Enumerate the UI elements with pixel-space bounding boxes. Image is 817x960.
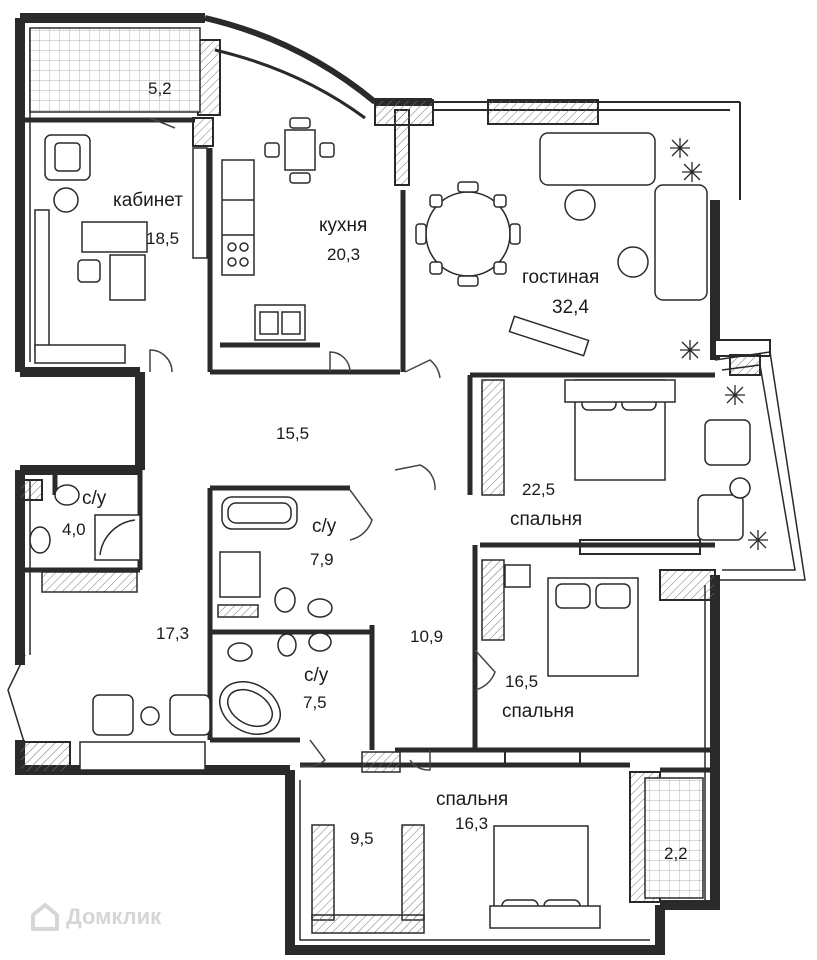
- watermark: Домклик: [30, 902, 161, 932]
- area-kitchen: 20,3: [327, 245, 361, 264]
- bedroom-2-furniture: [504, 564, 639, 677]
- label-bath-c1: с/у: [312, 516, 337, 537]
- outer-double-lines: [7, 28, 806, 941]
- doors: [149, 117, 496, 771]
- curved-facade: [204, 15, 741, 200]
- bedroom-3-furniture: [489, 825, 601, 929]
- balcony-tiles: [29, 27, 704, 899]
- house-logo-icon: [31, 903, 59, 931]
- kitchen-furniture: [221, 117, 335, 341]
- label-bath-w: с/у: [82, 488, 107, 509]
- wardrobes: [41, 379, 505, 934]
- label-bedroom-3: спальня: [436, 789, 509, 810]
- watermark-text: Домклик: [66, 904, 162, 929]
- area-living: 32,4: [552, 297, 589, 318]
- area-bath-c1: 7,9: [310, 550, 334, 569]
- bedroom-1-furniture: [564, 379, 751, 541]
- label-bedroom-2: спальня: [502, 701, 575, 722]
- area-bedroom-1: 22,5: [522, 480, 556, 499]
- area-balcony-se: 2,2: [664, 844, 688, 863]
- area-corridor-c: 10,9: [410, 627, 444, 646]
- area-bedroom-2: 16,5: [505, 672, 539, 691]
- label-bedroom-1: спальня: [510, 509, 583, 530]
- area-balcony-nw: 5,2: [148, 79, 172, 98]
- living-furniture: [415, 132, 708, 357]
- bathroom-fixtures: [29, 484, 333, 735]
- area-dressing: 9,5: [350, 829, 374, 848]
- label-study: кабинет: [113, 190, 183, 211]
- corridor-furniture: [79, 694, 211, 771]
- plants: [670, 138, 768, 550]
- area-bedroom-3: 16,3: [455, 814, 489, 833]
- label-living: гостиная: [522, 267, 600, 288]
- label-bath-c2: с/у: [304, 665, 329, 686]
- area-hall: 15,5: [276, 424, 310, 443]
- area-bath-c2: 7,5: [303, 693, 327, 712]
- label-kitchen: кухня: [319, 215, 368, 236]
- area-corridor-w: 17,3: [156, 624, 190, 643]
- area-bath-w: 4,0: [62, 520, 86, 539]
- area-study: 18,5: [146, 229, 180, 248]
- study-furniture: [34, 134, 208, 364]
